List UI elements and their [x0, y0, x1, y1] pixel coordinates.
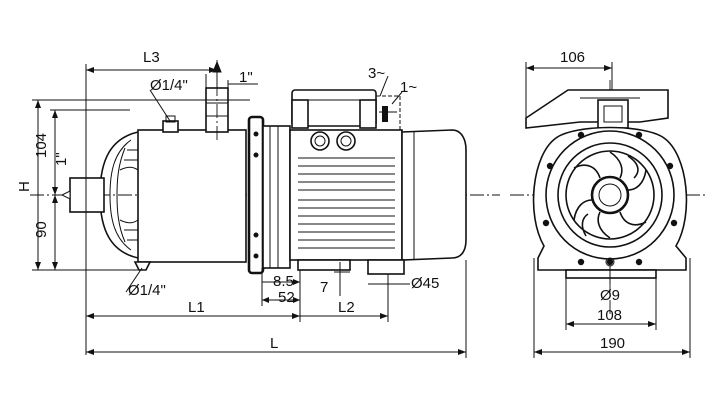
inlet-nozzle [69, 177, 105, 213]
dim-base-108: 108 [597, 307, 622, 324]
terminal-box [291, 89, 377, 129]
dimension-lines-end [525, 62, 691, 358]
dimension-lines-side [32, 60, 467, 358]
pump-body [99, 129, 247, 263]
dim-outlet-size: 1" [239, 69, 253, 86]
dim-L1: L1 [188, 299, 205, 316]
dim-foot-7: 7 [320, 279, 328, 296]
dim-L2: L2 [338, 299, 355, 316]
priming-port-top [162, 115, 179, 133]
capacitor-box [375, 95, 401, 131]
dim-L: L [270, 335, 278, 352]
fan-cover [401, 129, 467, 261]
dim-foot-52: 52 [278, 289, 295, 306]
dim-motor-dia: Ø45 [411, 275, 439, 292]
motor-housing [289, 129, 403, 261]
motor-foot [297, 259, 405, 275]
dim-104: 104 [33, 133, 50, 158]
dim-end-width: 106 [560, 49, 585, 66]
cooling-fins [298, 157, 395, 249]
motor-flange [247, 115, 291, 275]
dim-foot-8-5: 8.5 [273, 273, 294, 290]
label-single-phase: 1~ [400, 79, 417, 96]
fan-blades [573, 151, 647, 239]
dim-90: 90 [33, 221, 50, 238]
end-terminal-box [525, 89, 669, 129]
dim-port-bottom-dia: Ø1/4" [128, 282, 166, 299]
drain-port-bottom [133, 261, 152, 271]
side-view: L3 Ø1/4" 1" 3~ 1~ H 104 90 1" Ø1/4" L1 L… [16, 49, 500, 358]
end-view: 106 Ø9 108 190 [510, 49, 705, 358]
label-three-phase: 3~ [368, 65, 385, 82]
dim-H: H [16, 181, 33, 192]
dim-L3: L3 [143, 49, 160, 66]
dim-inlet-size: 1" [53, 152, 70, 166]
dim-port-top-dia: Ø1/4" [150, 77, 188, 94]
dim-base-190: 190 [600, 335, 625, 352]
dim-hole-dia: Ø9 [600, 287, 620, 304]
